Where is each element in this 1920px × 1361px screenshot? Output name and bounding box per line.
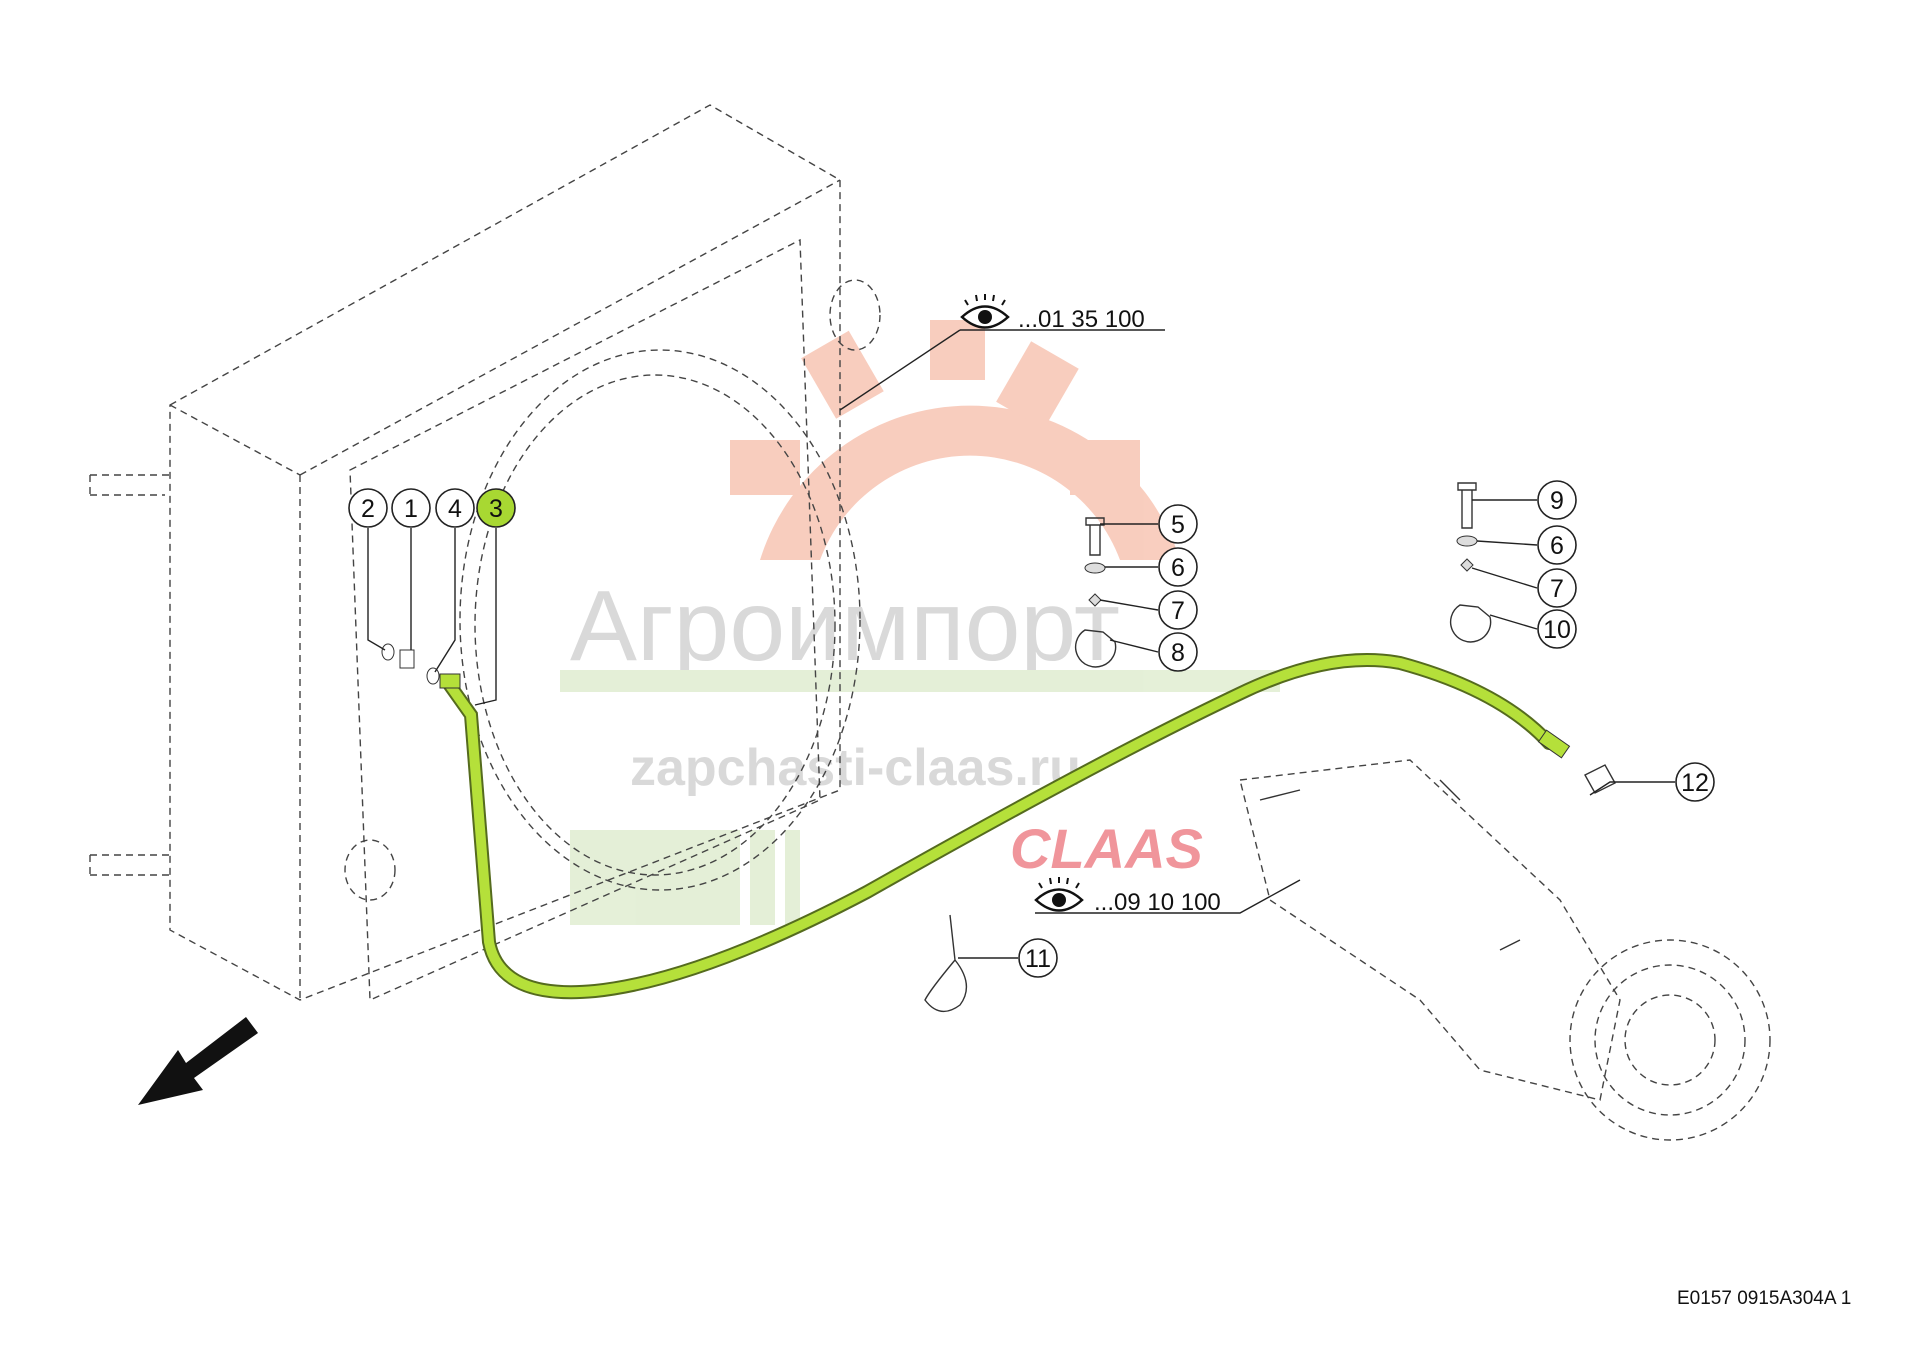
eye-icon — [1034, 877, 1084, 912]
callout-9[interactable]: 9 — [1537, 480, 1577, 520]
watermark-site: zapchasti-claas.ru — [630, 739, 1081, 797]
watermark: Агроимпорт zapchasti-claas.ru CLAAS — [560, 320, 1280, 925]
callout-2[interactable]: 2 — [348, 488, 388, 528]
callout-6b[interactable]: 6 — [1537, 525, 1577, 565]
callout-7[interactable]: 7 — [1158, 590, 1198, 630]
callout-3-highlighted[interactable]: 3 — [476, 488, 516, 528]
callout-12[interactable]: 12 — [1675, 762, 1715, 802]
callout-7b[interactable]: 7 — [1537, 568, 1577, 608]
axle-assembly-outline — [1239, 759, 1771, 1141]
callout-11[interactable]: 11 — [1018, 938, 1058, 978]
callout-6[interactable]: 6 — [1158, 547, 1198, 587]
callout-label: 12 — [1681, 769, 1709, 797]
callout-label: 7 — [1550, 575, 1564, 603]
callout-label: 3 — [489, 495, 503, 523]
leader-lines — [367, 329, 1675, 959]
callout-label: 5 — [1171, 511, 1185, 539]
callout-label: 9 — [1550, 487, 1564, 515]
watermark-gear — [730, 320, 1180, 560]
callout-label: 7 — [1171, 597, 1185, 625]
callout-label: 2 — [361, 495, 375, 523]
watermark-claas-logo: CLAAS — [1010, 817, 1203, 880]
callout-label: 6 — [1171, 554, 1185, 582]
reference-text: ...01 35 100 — [1018, 306, 1145, 333]
callout-10[interactable]: 10 — [1537, 609, 1577, 649]
callout-1[interactable]: 1 — [391, 488, 431, 528]
direction-arrow-icon — [138, 1017, 258, 1105]
reference-text: ...09 10 100 — [1094, 889, 1221, 916]
callout-label: 4 — [448, 495, 462, 523]
callout-label: 6 — [1550, 532, 1564, 560]
callout-label: 8 — [1171, 639, 1185, 667]
callout-label: 11 — [1025, 945, 1051, 973]
watermark-brand: Агроимпорт — [570, 570, 1120, 682]
reference-link-091010[interactable]: ...09 10 100 — [1034, 877, 1221, 916]
hose-fitting — [1537, 729, 1571, 759]
callout-5[interactable]: 5 — [1158, 504, 1198, 544]
hose-elbow-fitting — [439, 673, 461, 689]
small-parts — [381, 482, 1616, 1013]
radiator-outline — [89, 104, 881, 1002]
eye-icon — [960, 294, 1010, 329]
callout-label: 10 — [1543, 616, 1571, 644]
hydraulic-hose — [442, 653, 1556, 1000]
callout-label: 1 — [404, 495, 418, 523]
reference-link-013510[interactable]: ...01 35 100 — [960, 294, 1145, 333]
drawing-code: E0157 0915A304A 1 — [1677, 1288, 1852, 1309]
callout-4[interactable]: 4 — [435, 488, 475, 528]
callout-8[interactable]: 8 — [1158, 632, 1198, 672]
